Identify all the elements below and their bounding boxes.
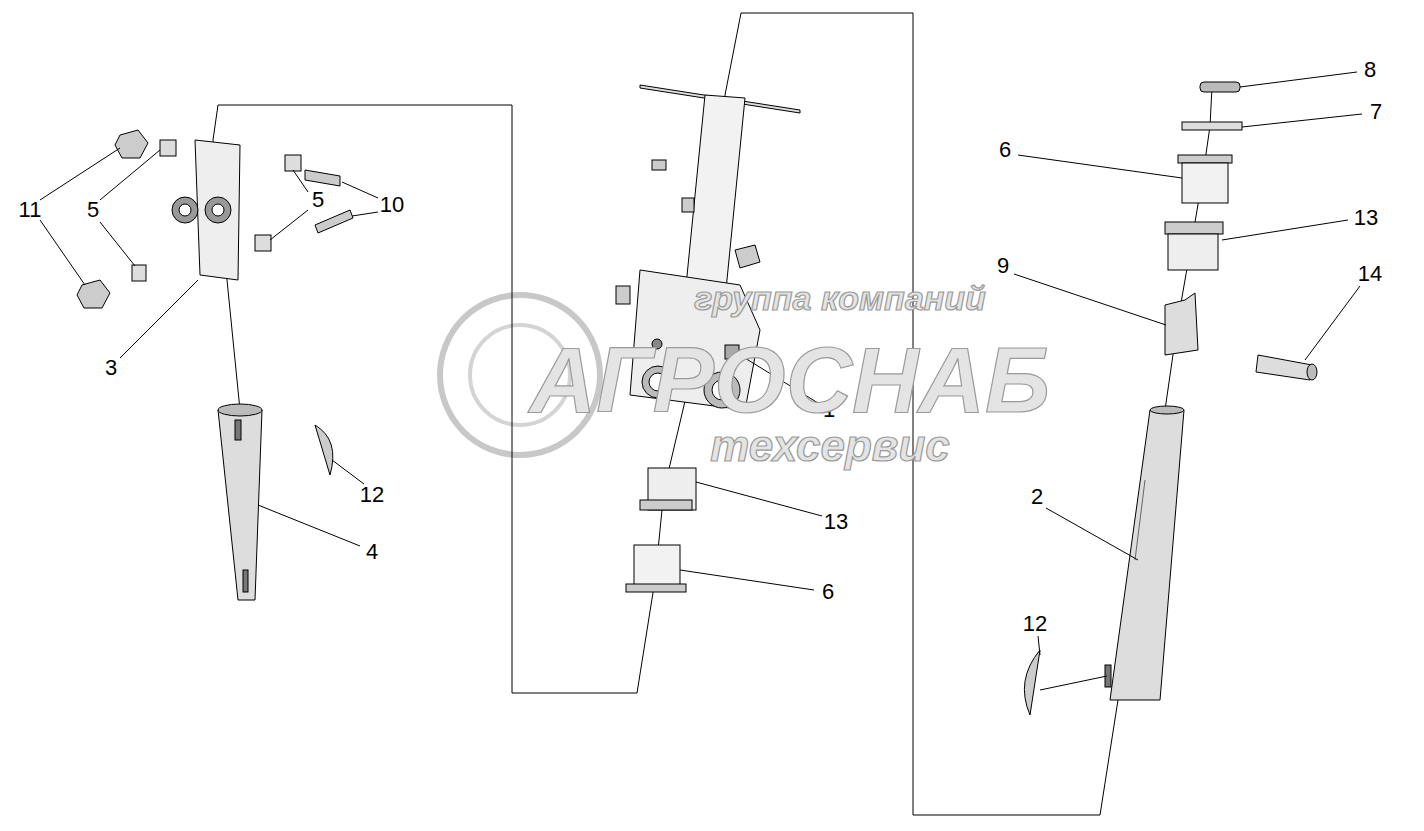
- universal-joint: [77, 130, 353, 308]
- callout-number: 5: [87, 199, 99, 221]
- callout-number: 12: [1023, 613, 1047, 635]
- callout-number: 6: [999, 139, 1011, 161]
- callout-number: 6: [822, 581, 834, 603]
- callout-number: 3: [105, 357, 117, 379]
- callout-number: 13: [1354, 207, 1378, 229]
- callout-number: 10: [380, 194, 404, 216]
- assembly-axis: [213, 13, 1212, 815]
- callout-number: 2: [1031, 486, 1043, 508]
- callout-number: 4: [366, 541, 378, 563]
- callout-number: 5: [312, 189, 324, 211]
- callout-number: 13: [824, 511, 848, 533]
- watermark-text: АГРОСНАБ: [530, 334, 1050, 426]
- callout-number: 11: [19, 199, 42, 221]
- callout-number: 12: [360, 484, 384, 506]
- watermark-text: группа компаний: [694, 281, 986, 315]
- shafts: [218, 404, 1184, 715]
- watermark-text: техсервис: [710, 424, 950, 468]
- callout-number: 8: [1364, 59, 1376, 81]
- callout-number: 7: [1370, 101, 1382, 123]
- callout-number: 9: [997, 255, 1009, 277]
- leader-lines: [40, 72, 1362, 690]
- callout-number: 14: [1358, 263, 1382, 285]
